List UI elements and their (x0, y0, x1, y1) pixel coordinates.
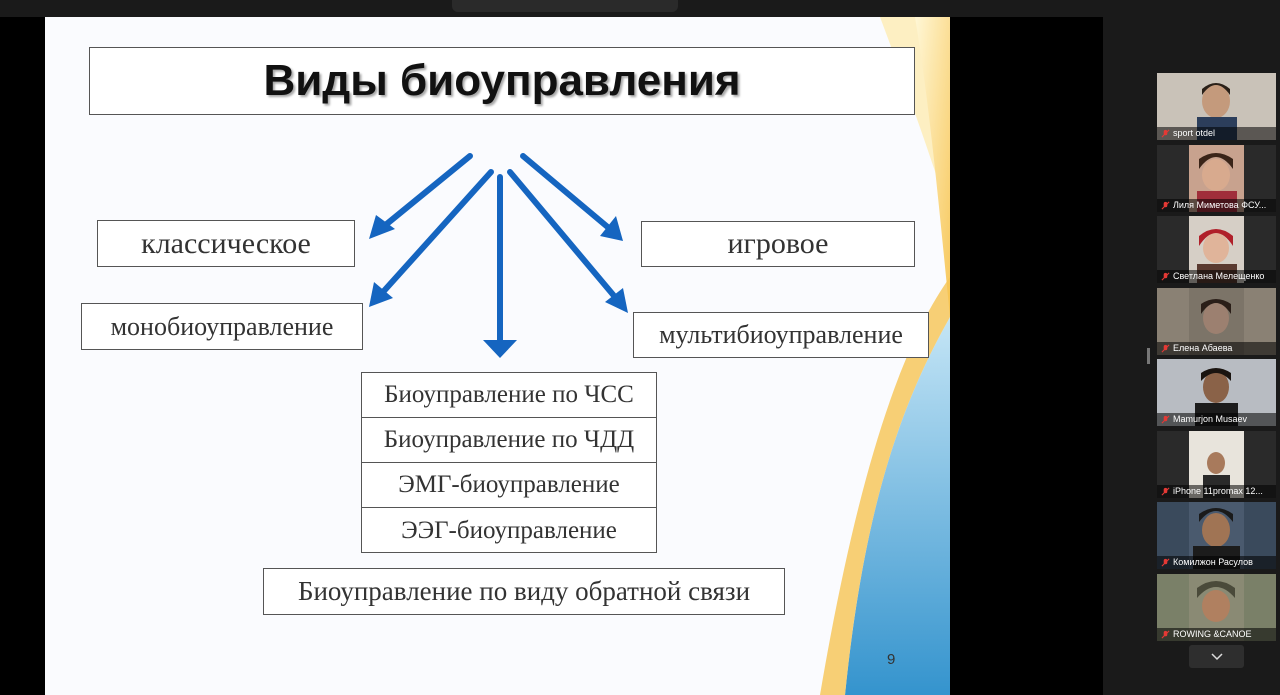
participant-name: Комилжон Расулов (1173, 557, 1253, 567)
box-classic: классическое (97, 220, 355, 267)
arrow-head-game (600, 216, 623, 241)
muted-mic-icon (1161, 272, 1170, 281)
participant-name: Mamurjon Musaev (1173, 414, 1248, 424)
muted-mic-icon (1161, 201, 1170, 210)
panel-resize-handle[interactable] (1147, 348, 1150, 364)
box-stack: Биоуправление по ЧСС Биоуправление по ЧД… (361, 372, 657, 553)
participant-tile[interactable]: Светлана Мелещенко (1157, 216, 1276, 283)
arrow-head-classic (369, 215, 395, 239)
muted-mic-icon (1161, 487, 1170, 496)
arrow-to-multi (507, 169, 618, 300)
arrow-to-classic (380, 153, 473, 230)
stack-item-hr: Биоуправление по ЧСС (362, 373, 656, 418)
arrow-to-game (520, 153, 613, 232)
scroll-participants-button[interactable] (1189, 645, 1244, 668)
stack-item-rr: Биоуправление по ЧДД (362, 418, 656, 463)
participant-name: iPhone 11promax 12... (1173, 486, 1263, 496)
stack-item-eeg: ЭЭГ-биоуправление (401, 516, 617, 544)
participant-tile[interactable]: iPhone 11promax 12... (1157, 431, 1276, 498)
meeting-top-toolbar[interactable] (452, 0, 678, 12)
arrow-head-mono (369, 282, 393, 307)
participant-tile[interactable]: Mamurjon Musaev (1157, 359, 1276, 426)
arrow-to-mono (380, 169, 494, 295)
arrow-head-multi (605, 288, 628, 313)
box-multi: мультибиоуправление (633, 312, 929, 358)
participant-tile[interactable]: ROWING &CANOE (1157, 574, 1276, 641)
participant-tile[interactable]: sport otdel (1157, 73, 1276, 140)
participant-name: Лиля Миметова ФСУ... (1173, 200, 1267, 210)
arrow-head-stack (483, 340, 517, 358)
participant-tile[interactable]: Лиля Миметова ФСУ... (1157, 145, 1276, 212)
participant-name: Елена Абаева (1173, 343, 1233, 353)
participant-name: ROWING &CANOE (1173, 629, 1252, 639)
muted-mic-icon (1161, 129, 1170, 138)
window-top-bar (0, 0, 1280, 17)
stack-item-emg: ЭМГ-биоуправление (362, 463, 656, 508)
participant-name: Светлана Мелещенко (1173, 271, 1265, 281)
arrows-diagram (369, 153, 628, 358)
participant-tile[interactable]: Елена Абаева (1157, 288, 1276, 355)
page-number: 9 (887, 651, 896, 668)
box-game: игровое (641, 221, 915, 267)
muted-mic-icon (1161, 415, 1170, 424)
box-feedback: Биоуправление по виду обратной связи (263, 568, 785, 615)
chevron-down-icon (1210, 652, 1223, 660)
participant-name: sport otdel (1173, 128, 1216, 138)
slide-background-decoration (820, 17, 950, 695)
slide-title: Виды биоуправления (89, 47, 915, 115)
muted-mic-icon (1161, 630, 1170, 639)
muted-mic-icon (1161, 558, 1170, 567)
shared-screen-slide: Виды биоуправления классическое игровое … (45, 17, 950, 695)
box-mono: монобиоуправление (81, 303, 363, 350)
participant-tile[interactable]: Комилжон Расулов (1157, 502, 1276, 569)
muted-mic-icon (1161, 344, 1170, 353)
